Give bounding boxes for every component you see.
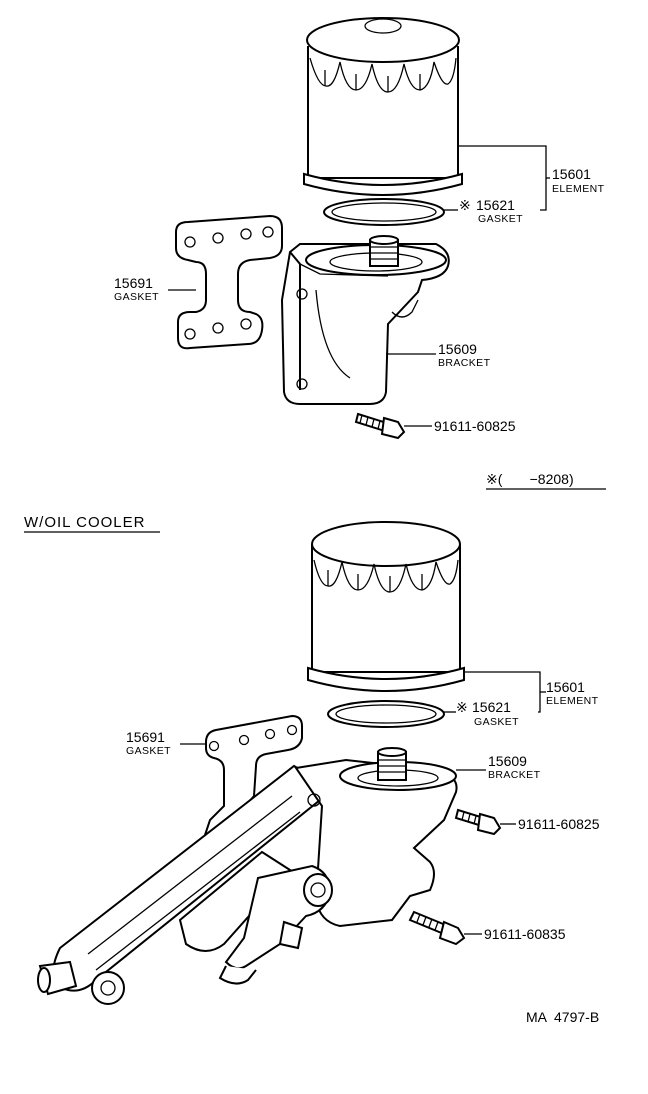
bottom-element-gasket[interactable] <box>327 700 445 728</box>
bottom-bolt-1[interactable] <box>454 808 502 836</box>
figure-code: MA 4797-B <box>526 1009 599 1025</box>
top-element-name: ELEMENT <box>552 183 605 195</box>
bottom-gasket-mark: ※ <box>456 699 468 715</box>
bottom-leader-lines <box>180 671 546 935</box>
top-bolt[interactable] <box>354 412 406 440</box>
top-bolt-number: 91611-60825 <box>434 418 516 434</box>
top-gasket-mark: ※ <box>459 197 471 213</box>
top-gasket-number: 15621 <box>476 197 515 213</box>
bottom-gasket-name: GASKET <box>474 716 519 728</box>
bottom-bracket-gasket[interactable] <box>202 714 303 840</box>
top-bracket-gasket-number: 15691 <box>114 275 153 291</box>
bottom-bracket-number: 15609 <box>488 753 527 769</box>
applicability-note: ※( −8208) <box>486 471 574 487</box>
top-bracket-number: 15609 <box>438 341 477 357</box>
bottom-element-name: ELEMENT <box>546 695 599 707</box>
bottom-bolt-1-number: 91611-60825 <box>518 816 600 832</box>
bottom-element-number: 15601 <box>546 679 585 695</box>
bottom-oil-cooler-bracket[interactable] <box>37 747 458 1005</box>
bottom-oil-filter-element[interactable] <box>307 521 465 692</box>
top-gasket-name: GASKET <box>478 213 523 225</box>
top-leader-lines <box>168 145 550 427</box>
top-bracket-gasket-name: GASKET <box>114 291 159 303</box>
top-bracket-name: BRACKET <box>438 357 491 369</box>
top-bracket-gasket[interactable] <box>175 214 283 350</box>
top-filter-bracket[interactable] <box>280 235 450 405</box>
top-element-number: 15601 <box>552 166 591 182</box>
top-element-gasket[interactable] <box>323 198 445 226</box>
bottom-gasket-number: 15621 <box>472 699 511 715</box>
oil-cooler-section-title: W/OIL COOLER <box>24 514 145 531</box>
bottom-bracket-name: BRACKET <box>488 769 541 781</box>
bottom-bolt-2[interactable] <box>408 910 466 946</box>
bottom-bolt-2-number: 91611-60835 <box>484 926 566 942</box>
bottom-bracket-gasket-name: GASKET <box>126 745 171 757</box>
bottom-bracket-gasket-number: 15691 <box>126 729 165 745</box>
top-oil-filter-element[interactable] <box>303 17 463 196</box>
